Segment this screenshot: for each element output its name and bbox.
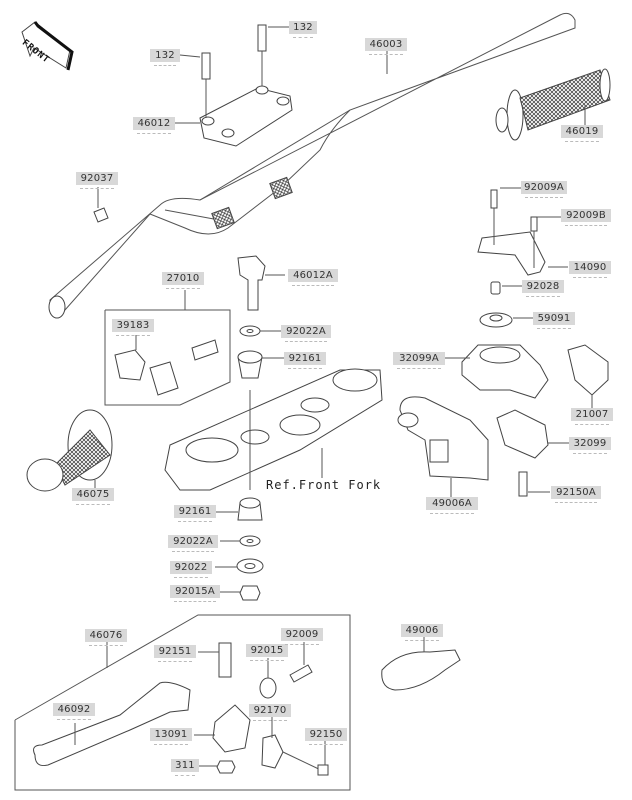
washer-part-92022A[interactable]	[239, 325, 261, 337]
stem-part-46012A[interactable]	[237, 255, 266, 311]
part-label-92151[interactable]: 92151	[154, 645, 196, 662]
adjuster-part-92151[interactable]	[218, 642, 232, 678]
part-label-92161[interactable]: 92161	[284, 352, 326, 369]
part-label-92022A[interactable]: 92022A	[168, 535, 218, 552]
lever-assembly-part-46076[interactable]	[14, 614, 351, 791]
part-label-46075[interactable]: 46075	[72, 488, 114, 505]
part-label-311[interactable]: 311	[171, 759, 199, 776]
bushing-part-92161[interactable]	[237, 350, 263, 379]
front-arrow-icon	[21, 21, 74, 71]
part-label-13091[interactable]: 13091	[150, 728, 192, 745]
seal-part-59091[interactable]	[479, 312, 513, 328]
clamp-part-46012[interactable]	[199, 85, 293, 147]
part-label-46012[interactable]: 46012	[133, 117, 175, 134]
part-label-132[interactable]: 132	[289, 21, 317, 38]
lever-part-46092[interactable]	[33, 681, 191, 766]
washer-part-92022A[interactable]	[239, 535, 261, 547]
part-label-59091[interactable]: 59091	[533, 312, 575, 329]
screw-part-92150A[interactable]	[518, 471, 528, 497]
clip-part-92037[interactable]	[93, 207, 109, 223]
part-label-49006[interactable]: 49006	[401, 624, 443, 641]
nut-part-311[interactable]	[216, 760, 236, 774]
part-label-92170[interactable]: 92170	[249, 704, 291, 721]
grip-part-46075[interactable]	[26, 409, 113, 492]
part-label-46019[interactable]: 46019	[561, 125, 603, 142]
part-label-92015A[interactable]: 92015A	[170, 585, 220, 602]
part-label-92022[interactable]: 92022	[170, 561, 212, 578]
washer-part-92015[interactable]	[259, 677, 277, 699]
holder-part-21007[interactable]	[567, 344, 609, 396]
part-label-132[interactable]: 132	[150, 49, 180, 66]
part-label-92009A[interactable]: 92009A	[521, 181, 567, 198]
part-label-92009[interactable]: 92009	[281, 628, 323, 645]
part-label-92028[interactable]: 92028	[522, 280, 564, 297]
bolt-part-132[interactable]	[257, 24, 267, 86]
screw-part-92009[interactable]	[289, 664, 313, 683]
bolt-part-132[interactable]	[201, 52, 211, 118]
clamp-part-92170[interactable]	[261, 734, 284, 769]
collar-part-92028[interactable]	[490, 281, 501, 295]
part-label-39183[interactable]: 39183	[112, 319, 154, 336]
switch-assembly-part-27010[interactable]	[104, 290, 231, 406]
handlebar-part-46003[interactable]	[48, 12, 576, 319]
part-label-32099A[interactable]: 32099A	[393, 352, 445, 369]
washer-part-92022[interactable]	[236, 558, 264, 574]
reference-note: Ref.Front Fork	[266, 478, 382, 492]
part-label-92161[interactable]: 92161	[174, 505, 216, 522]
part-label-92022A[interactable]: 92022A	[281, 325, 331, 342]
part-label-46012A[interactable]: 46012A	[288, 269, 338, 286]
housing-part-32099A[interactable]	[461, 344, 549, 399]
housing-part-32099[interactable]	[496, 409, 549, 459]
part-label-92009B[interactable]: 92009B	[561, 209, 611, 226]
part-label-92037[interactable]: 92037	[76, 172, 118, 189]
part-label-46092[interactable]: 46092	[53, 703, 95, 720]
triple-clamp	[164, 368, 383, 491]
holder-part-13091[interactable]	[212, 704, 251, 753]
part-label-32099[interactable]: 32099	[569, 437, 611, 454]
handguard-part-49006[interactable]	[381, 635, 461, 691]
part-label-21007[interactable]: 21007	[571, 408, 613, 425]
grip-part-46019[interactable]	[495, 68, 611, 141]
bolt-part-92150[interactable]	[282, 751, 329, 776]
leader-lines	[74, 26, 593, 767]
part-label-92150A[interactable]: 92150A	[551, 486, 601, 503]
part-label-92150[interactable]: 92150	[305, 728, 347, 745]
nut-part-92015A[interactable]	[239, 585, 261, 601]
part-label-49006A[interactable]: 49006A	[426, 497, 478, 514]
part-label-46003[interactable]: 46003	[365, 38, 407, 55]
part-label-14090[interactable]: 14090	[569, 261, 611, 278]
throttle-part-49006A[interactable]	[397, 396, 489, 481]
part-label-46076[interactable]: 46076	[85, 629, 127, 646]
cover-part-14090[interactable]	[477, 189, 546, 276]
part-label-27010[interactable]: 27010	[162, 272, 204, 289]
part-label-92015[interactable]: 92015	[246, 644, 288, 661]
bushing-part-92161[interactable]	[237, 497, 263, 521]
